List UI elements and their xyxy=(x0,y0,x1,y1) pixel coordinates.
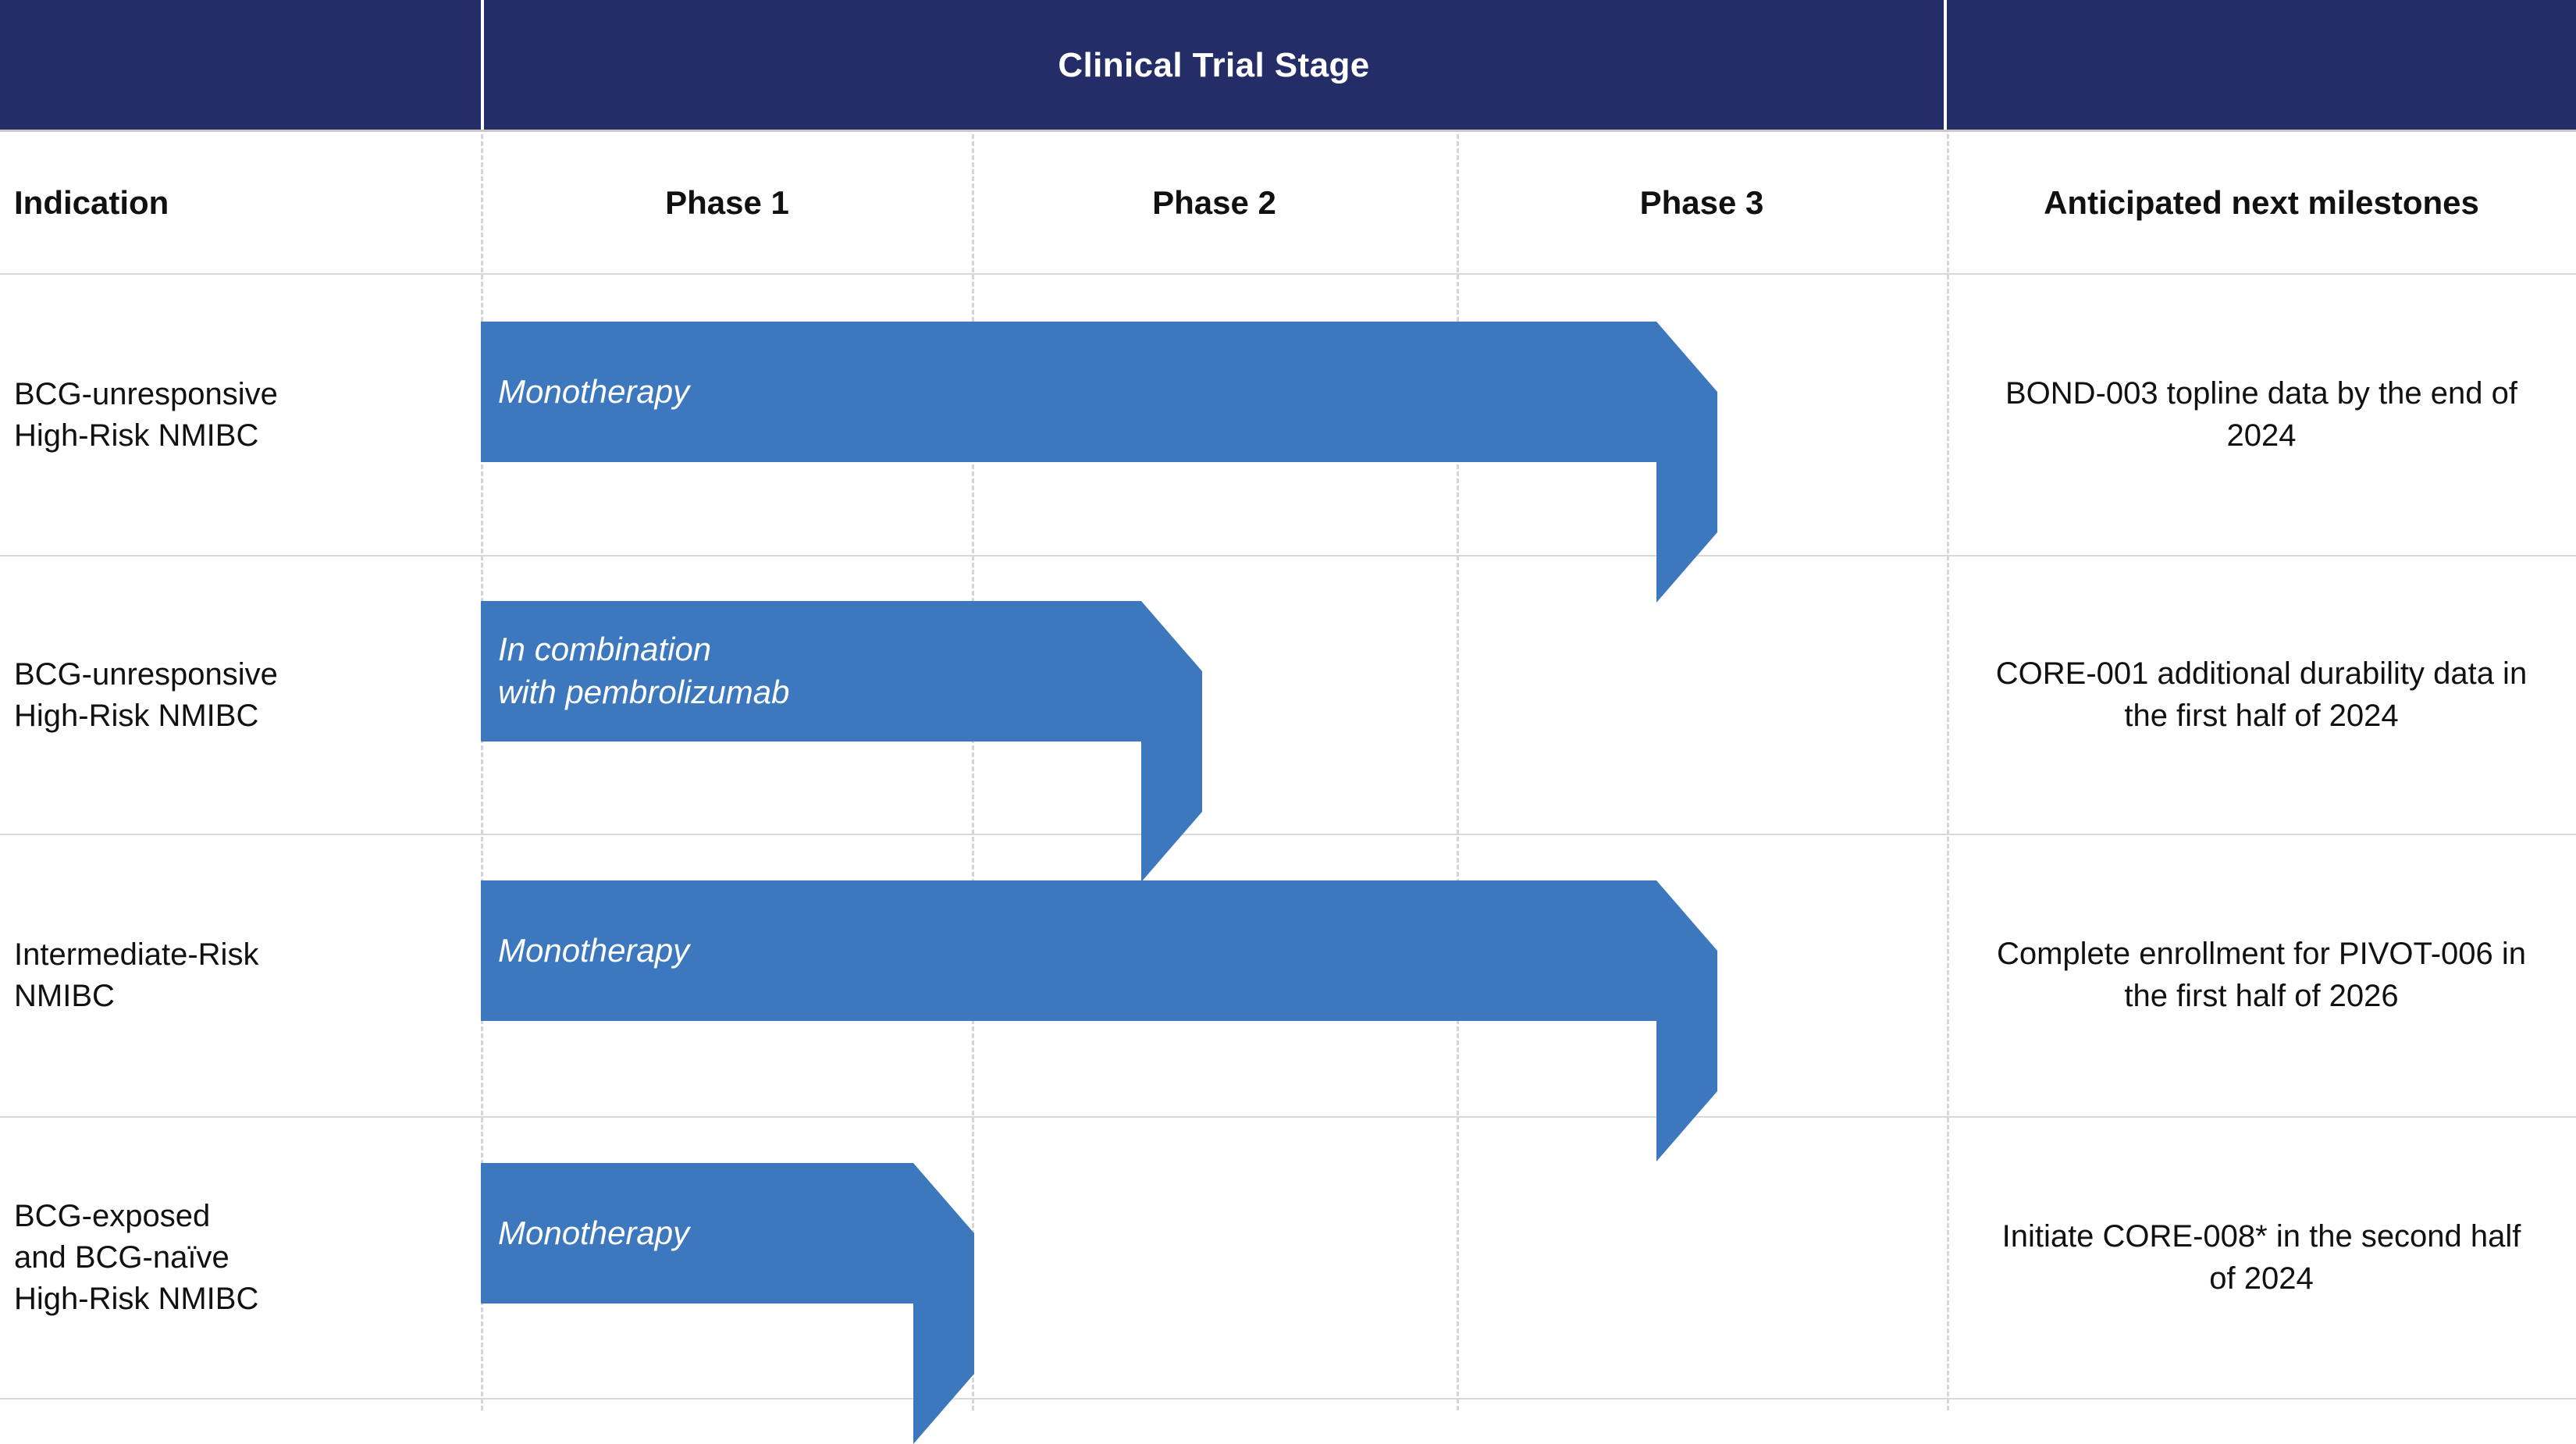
column-header-phase-3: Phase 3 xyxy=(1639,184,1764,222)
header-band-clinical-trial-stage xyxy=(484,0,1944,131)
rule-below-row-3 xyxy=(0,1116,2576,1118)
indication-label: Intermediate-Risk NMIBC xyxy=(14,937,259,1013)
phase-bar-label: Monotherapy xyxy=(498,931,690,969)
rule-below-row-4 xyxy=(0,1398,2576,1400)
phase-bar-arrow-tip-icon xyxy=(1656,322,1717,603)
phase-bar-arrow-tip-icon xyxy=(1656,880,1717,1161)
column-divider-indication-phase1 xyxy=(481,134,483,1410)
table-row: BCG-unresponsive High-Risk NMIBC In comb… xyxy=(0,557,2576,882)
column-divider-phase2-phase3 xyxy=(1457,134,1459,1410)
milestone-text: CORE-001 additional durability data in t… xyxy=(1995,656,2528,733)
column-header-phase-1: Phase 1 xyxy=(665,184,789,222)
rule-below-navy-band xyxy=(0,130,2576,132)
phase-bar-label: Monotherapy xyxy=(498,372,690,410)
column-header-anticipated-next-milestones: Anticipated next milestones xyxy=(2044,184,2479,222)
indication-label: BCG-unresponsive High-Risk NMIBC xyxy=(14,376,278,453)
phase-bar-label: Monotherapy xyxy=(498,1214,690,1251)
column-header-indication: Indication xyxy=(14,184,169,222)
rule-below-row-1 xyxy=(0,555,2576,557)
indication-label: BCG-exposed and BCG-naïve High-Risk NMIB… xyxy=(14,1199,259,1316)
rule-below-row-2 xyxy=(0,834,2576,835)
milestone-text: BOND-003 topline data by the end of 2024 xyxy=(2005,375,2517,453)
column-divider-phase3-milestones xyxy=(1947,134,1949,1410)
phase-bar-arrow-tip-icon xyxy=(913,1163,974,1444)
milestone-text: Complete enrollment for PIVOT-006 in the… xyxy=(1996,937,2527,1013)
phase-bar-monotherapy: Monotherapy xyxy=(481,880,1717,1161)
header-band-milestones xyxy=(1947,0,2576,131)
milestone-text: Initiate CORE-008* in the second half of… xyxy=(2001,1218,2521,1296)
table-row: BCG-unresponsive High-Risk NMIBC Monothe… xyxy=(0,275,2576,603)
phase-bar-monotherapy: Monotherapy xyxy=(481,322,1717,603)
phase-bar-label: In combination with pembrolizumab xyxy=(498,631,790,710)
column-divider-phase1-phase2 xyxy=(972,134,974,1410)
phase-bar-combination-pembrolizumab: In combination with pembrolizumab xyxy=(481,601,1202,882)
phase-bar-arrow-tip-icon xyxy=(1141,601,1202,882)
column-header-phase-2: Phase 2 xyxy=(1152,184,1276,222)
clinical-trial-stage-title: Clinical Trial Stage xyxy=(1058,46,1370,84)
header-band-indication xyxy=(0,0,481,131)
table-row: Intermediate-Risk NMIBC Monotherapy Comp… xyxy=(0,835,2576,1161)
phase-bar-monotherapy: Monotherapy xyxy=(481,1163,974,1444)
table-row: BCG-exposed and BCG-naïve High-Risk NMIB… xyxy=(0,1118,2576,1444)
indication-label: BCG-unresponsive High-Risk NMIBC xyxy=(14,656,278,733)
rule-below-column-headers xyxy=(0,273,2576,275)
column-header-row: Indication Phase 1 Phase 2 Phase 3 Antic… xyxy=(0,131,2576,275)
